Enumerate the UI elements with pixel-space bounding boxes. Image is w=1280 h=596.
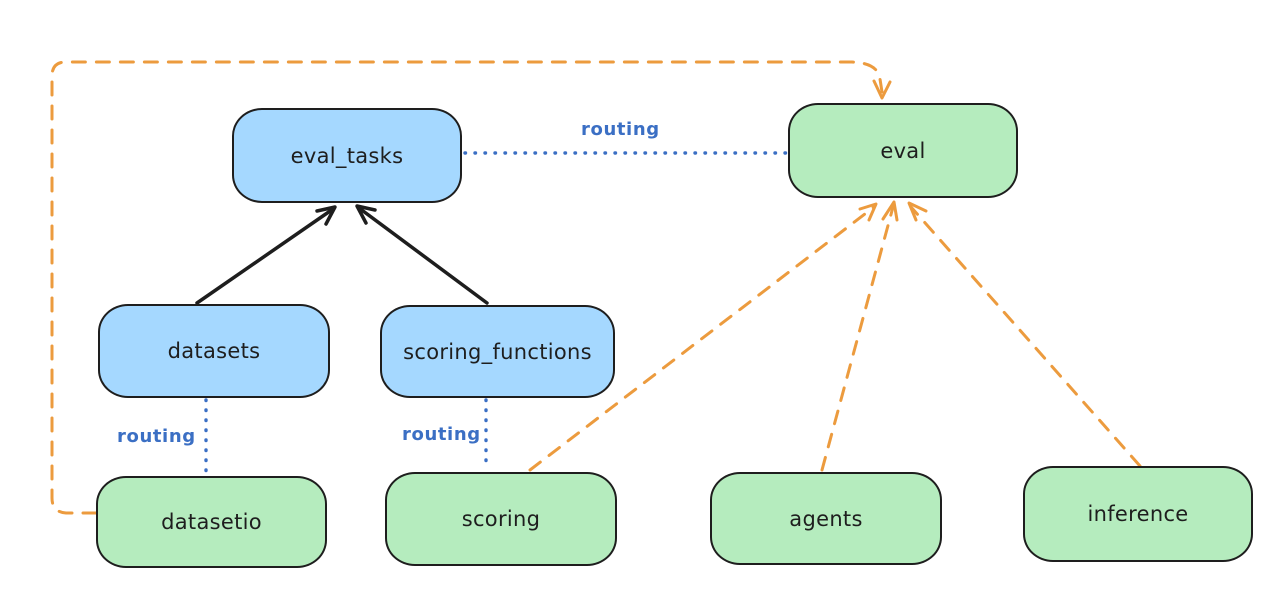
routing-label-scoring-functions-scoring: routing — [402, 424, 481, 445]
node-datasetio: datasetio — [96, 476, 327, 568]
node-scoring-label: scoring — [461, 507, 541, 531]
edge-inference-to-eval — [909, 205, 1142, 468]
routing-label-eval-tasks-eval: routing — [581, 119, 660, 140]
node-scoring: scoring — [385, 472, 617, 566]
node-inference-label: inference — [1087, 502, 1189, 526]
arrowhead-scoring-to-eval — [858, 202, 878, 222]
arrowhead-scoring-functions-to-eval-tasks — [355, 204, 377, 225]
node-eval-tasks-label: eval_tasks — [290, 143, 404, 168]
node-datasets-label: datasets — [167, 339, 261, 363]
node-eval: eval — [788, 103, 1018, 198]
routing-label-datasets-datasetio: routing — [117, 426, 196, 447]
arrowhead-datasetio-to-eval — [872, 79, 892, 100]
node-agents: agents — [710, 472, 942, 565]
node-eval-tasks: eval_tasks — [232, 108, 462, 203]
node-inference: inference — [1023, 466, 1253, 562]
arrowhead-inference-to-eval — [907, 201, 928, 222]
node-scoring-functions-label: scoring_functions — [403, 339, 592, 364]
node-scoring-functions: scoring_functions — [380, 305, 615, 398]
arrowhead-agents-to-eval — [881, 200, 899, 222]
node-agents-label: agents — [789, 506, 863, 531]
edge-datasetio-to-eval — [50, 60, 884, 515]
node-datasetio-label: datasetio — [161, 510, 262, 534]
edge-agents-to-eval — [820, 205, 895, 472]
edge-scoring-functions-to-eval-tasks — [357, 206, 489, 305]
node-eval-label: eval — [880, 138, 926, 163]
edge-scoring-to-eval — [528, 205, 876, 472]
edge-datasets-to-eval-tasks — [195, 207, 335, 305]
arrowhead-datasets-to-eval-tasks — [315, 205, 337, 226]
node-datasets: datasets — [98, 304, 330, 398]
